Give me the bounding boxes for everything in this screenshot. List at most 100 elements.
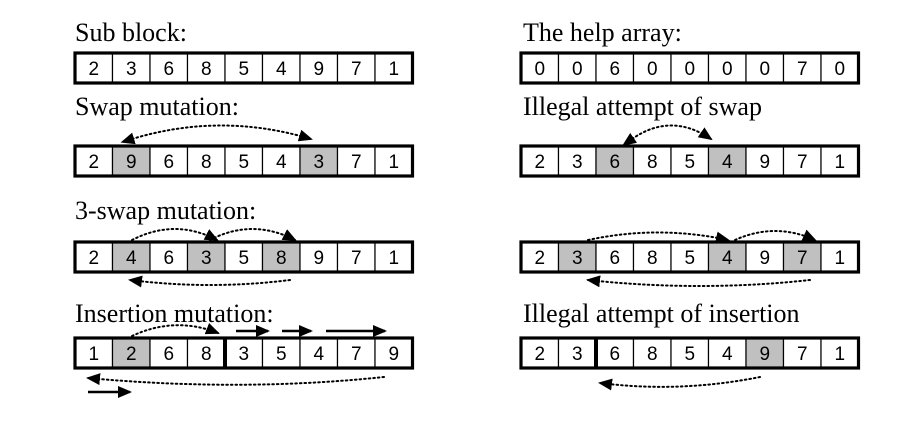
array-cell-value: 5 bbox=[276, 344, 287, 365]
title-illegal-insertion: Illegal attempt of insertion bbox=[523, 299, 800, 328]
array-cell-value: 4 bbox=[722, 152, 733, 173]
array-cell-value: 5 bbox=[684, 152, 695, 173]
array-cell bbox=[782, 145, 822, 177]
array-cell bbox=[820, 241, 860, 273]
array-cell-value: 3 bbox=[126, 59, 137, 80]
array-cell bbox=[520, 145, 560, 177]
array-cell-value: 2 bbox=[534, 152, 545, 173]
array-cell-value: 6 bbox=[609, 248, 620, 269]
array-cell-value: 1 bbox=[388, 59, 399, 80]
array-cell-value: 6 bbox=[609, 344, 620, 365]
array-cell-value: 3 bbox=[201, 248, 212, 269]
array-cell bbox=[745, 241, 785, 273]
array-cell bbox=[149, 337, 189, 369]
array-cell-value: 5 bbox=[238, 59, 249, 80]
array-cell-value: 0 bbox=[572, 59, 583, 80]
array-cell-value: 0 bbox=[759, 59, 770, 80]
insertion-arrow-back bbox=[86, 373, 385, 386]
array-cell-value: 1 bbox=[834, 152, 845, 173]
array-cell-value: 2 bbox=[534, 344, 545, 365]
array-cell-value: 0 bbox=[647, 59, 658, 80]
array-cell-value: 7 bbox=[797, 344, 808, 365]
array-cell-value: 9 bbox=[313, 248, 324, 269]
array-cell bbox=[336, 52, 376, 84]
array-cell-value: 5 bbox=[684, 344, 695, 365]
array-cell bbox=[261, 145, 301, 177]
array-cell bbox=[632, 337, 672, 369]
array-cell-value: 7 bbox=[797, 248, 808, 269]
array-cell-value: 1 bbox=[388, 152, 399, 173]
title-help-array: The help array: bbox=[523, 18, 682, 47]
array-frame bbox=[519, 144, 861, 178]
array-cell-value: 7 bbox=[797, 152, 808, 173]
title-illegal-swap: Illegal attempt of swap bbox=[523, 92, 762, 121]
array-cell-value: 5 bbox=[238, 248, 249, 269]
array-cell-value: 0 bbox=[684, 59, 695, 80]
array-cell bbox=[261, 52, 301, 84]
array-cell-value: 8 bbox=[201, 344, 212, 365]
array-cell-value: 4 bbox=[276, 152, 287, 173]
array-cell-value: 2 bbox=[88, 59, 99, 80]
array-cell-value: 4 bbox=[126, 248, 137, 269]
array-cell-value: 6 bbox=[609, 152, 620, 173]
array-cell-value: 3 bbox=[313, 152, 324, 173]
array-cell-value: 0 bbox=[534, 59, 545, 80]
array-cell bbox=[557, 241, 597, 273]
title-insertion-mutation: Insertion mutation: bbox=[75, 299, 274, 328]
array-cell-value: 1 bbox=[88, 344, 99, 365]
array-cell-value: 6 bbox=[163, 152, 174, 173]
illegal-three-swap-arrow-1 bbox=[587, 231, 730, 244]
swap-arrow bbox=[120, 124, 313, 145]
array-cell-value: 4 bbox=[722, 248, 733, 269]
three-swap-arrow-back bbox=[128, 275, 291, 288]
array-cell-value: 6 bbox=[163, 59, 174, 80]
array-cell-value: 1 bbox=[834, 248, 845, 269]
array-frame bbox=[519, 240, 861, 274]
array-cell bbox=[186, 337, 226, 369]
array-cell-value: 2 bbox=[88, 248, 99, 269]
three-swap-arrow-1 bbox=[131, 228, 219, 241]
array-cell bbox=[557, 52, 597, 84]
array-cell-value: 9 bbox=[759, 344, 770, 365]
array-cell bbox=[595, 52, 635, 84]
array-cell-value: 9 bbox=[126, 152, 137, 173]
array-cell-value: 3 bbox=[572, 152, 583, 173]
array-frame bbox=[73, 336, 415, 370]
array-cell-value: 9 bbox=[759, 248, 770, 269]
array-cell-value: 8 bbox=[647, 344, 658, 365]
array-cell-value: 1 bbox=[388, 248, 399, 269]
array-cell-value: 4 bbox=[313, 344, 324, 365]
insertion-arrow-dotted bbox=[131, 323, 220, 337]
array-frame bbox=[73, 144, 415, 178]
array-cell-value: 9 bbox=[759, 152, 770, 173]
array-cell-value: 2 bbox=[534, 248, 545, 269]
array-cell-value: 6 bbox=[163, 248, 174, 269]
array-cell-value: 5 bbox=[238, 152, 249, 173]
array-cell-value: 7 bbox=[351, 248, 362, 269]
title-three-swap-mutation: 3-swap mutation: bbox=[75, 196, 256, 225]
illegal-swap-arrow bbox=[622, 124, 713, 146]
three-swap-arrow-2 bbox=[209, 228, 297, 241]
array-cell-value: 5 bbox=[684, 248, 695, 269]
array-cell-value: 7 bbox=[351, 152, 362, 173]
illegal-three-swap-arrow-2 bbox=[734, 229, 817, 241]
array-cell-value: 7 bbox=[351, 59, 362, 80]
array-cell-value: 3 bbox=[238, 344, 249, 365]
array-cell-value: 1 bbox=[834, 344, 845, 365]
array-cell-value: 0 bbox=[722, 59, 733, 80]
array-cell-value: 0 bbox=[834, 59, 845, 80]
array-cell-value: 4 bbox=[276, 59, 287, 80]
array-cell-value: 2 bbox=[126, 344, 137, 365]
array-frame bbox=[519, 51, 861, 85]
array-cell-value: 8 bbox=[647, 152, 658, 173]
array-cell-value: 2 bbox=[88, 152, 99, 173]
array-frame bbox=[73, 51, 415, 85]
array-cell-value: 9 bbox=[313, 59, 324, 80]
array-cell-value: 6 bbox=[609, 59, 620, 80]
array-cell-value: 6 bbox=[163, 344, 174, 365]
